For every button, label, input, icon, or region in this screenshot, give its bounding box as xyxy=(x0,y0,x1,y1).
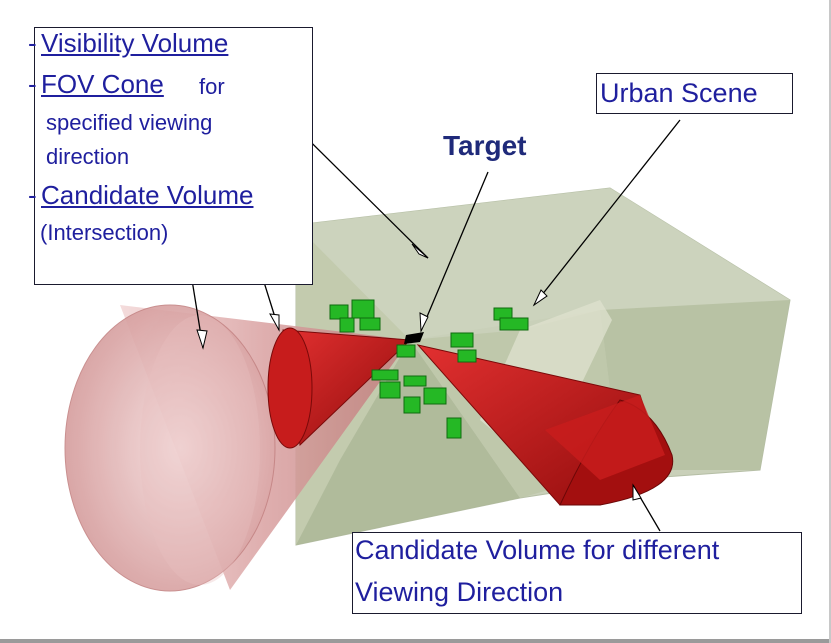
legend-bullet: - xyxy=(28,180,37,210)
urban-scene-box xyxy=(596,73,793,114)
legend-item-candidate-volume-line2: (Intersection) xyxy=(40,220,169,245)
target-label: Target xyxy=(443,130,527,161)
urban-buildings xyxy=(329,299,529,439)
legend-bullet: - xyxy=(28,28,37,58)
legend-item-fov-cone: FOV Cone xyxy=(41,69,164,99)
legend-item-visibility-volume: Visibility Volume xyxy=(41,28,229,58)
legend-item-fov-cone-line2: specified viewing xyxy=(46,110,213,135)
target-marker xyxy=(404,332,424,344)
pointer-arrowheads xyxy=(196,243,642,501)
direction-box xyxy=(352,532,802,614)
legend-item-fov-cone-suffix: for xyxy=(199,74,225,99)
direction-label-line1: Candidate Volume for different xyxy=(355,535,720,565)
candidate-volume-left xyxy=(267,327,412,449)
frame-right-edge xyxy=(829,0,831,643)
legend-item-fov-cone-line3: direction xyxy=(46,144,130,169)
frame-bottom-edge xyxy=(0,639,831,643)
legend-box xyxy=(34,27,313,285)
legend-item-candidate-volume: Candidate Volume xyxy=(41,180,254,210)
direction-label-line2: Viewing Direction xyxy=(355,577,564,607)
legend-bullet: - xyxy=(28,69,37,99)
urban-scene-label: Urban Scene xyxy=(600,78,758,108)
